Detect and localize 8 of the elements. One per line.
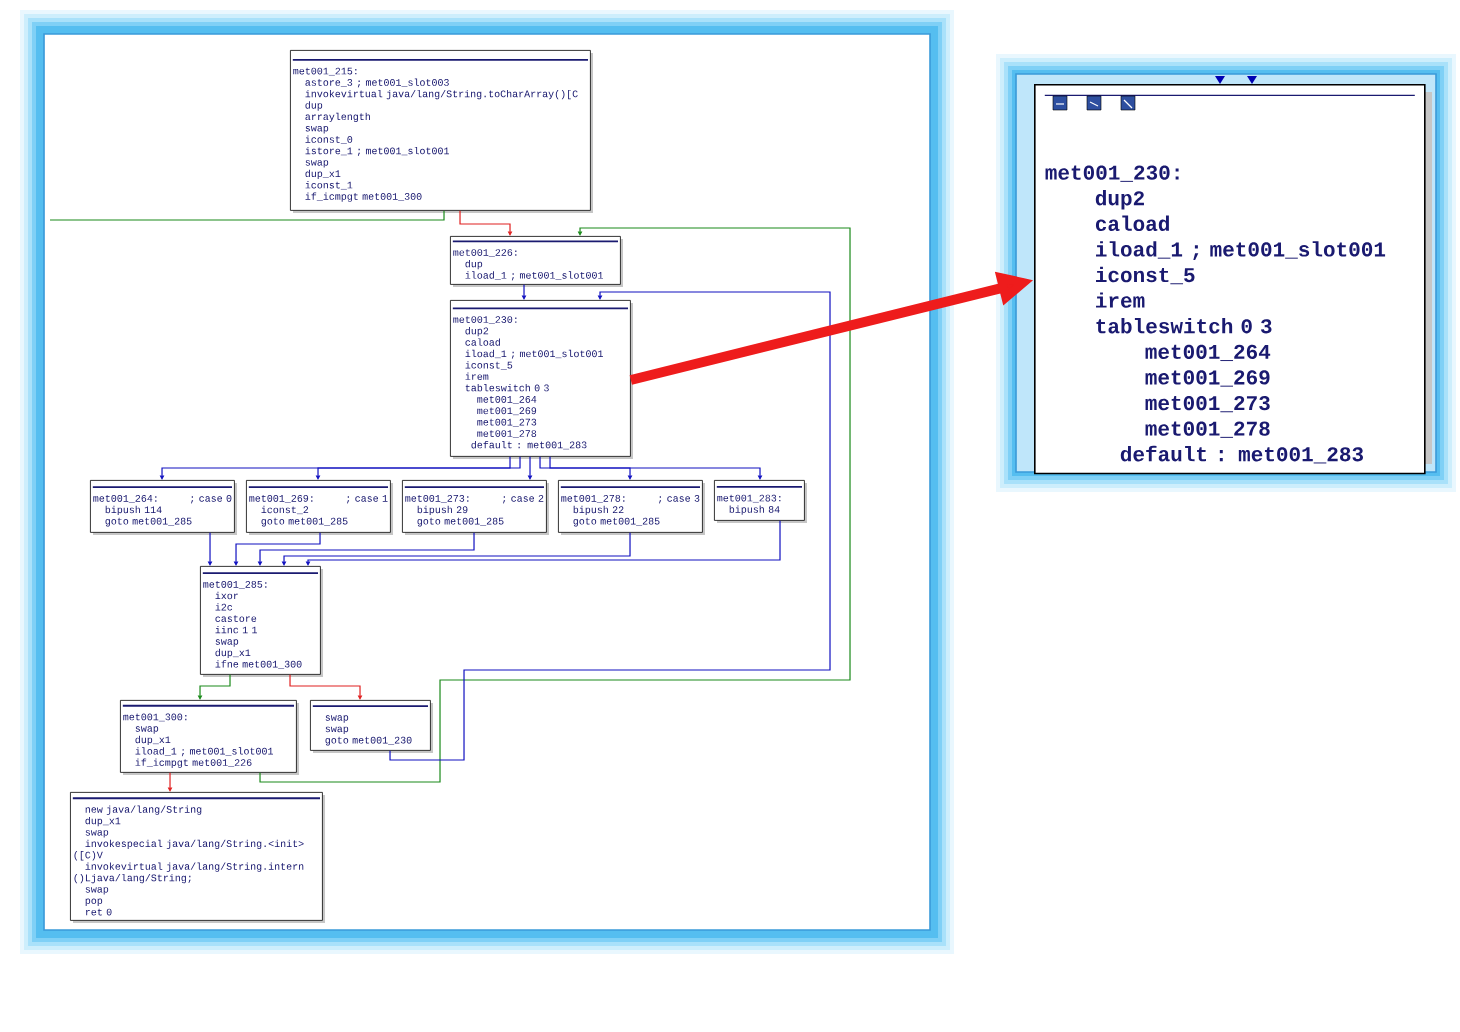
arrow	[389, 291, 831, 761]
code-block: met001_230: dup2 caload iload_1 ; met001_slot001 iconst_5 irem tableswitch 0 3 met001_264 met001_269 met001_273 met001_278 default : met001_283	[1034, 84, 1432, 475]
arrow	[539, 456, 633, 480]
arrow	[549, 456, 763, 480]
connector-line	[49, 210, 445, 221]
arrow	[289, 674, 363, 700]
arrow	[459, 210, 513, 236]
arrow	[259, 227, 851, 783]
